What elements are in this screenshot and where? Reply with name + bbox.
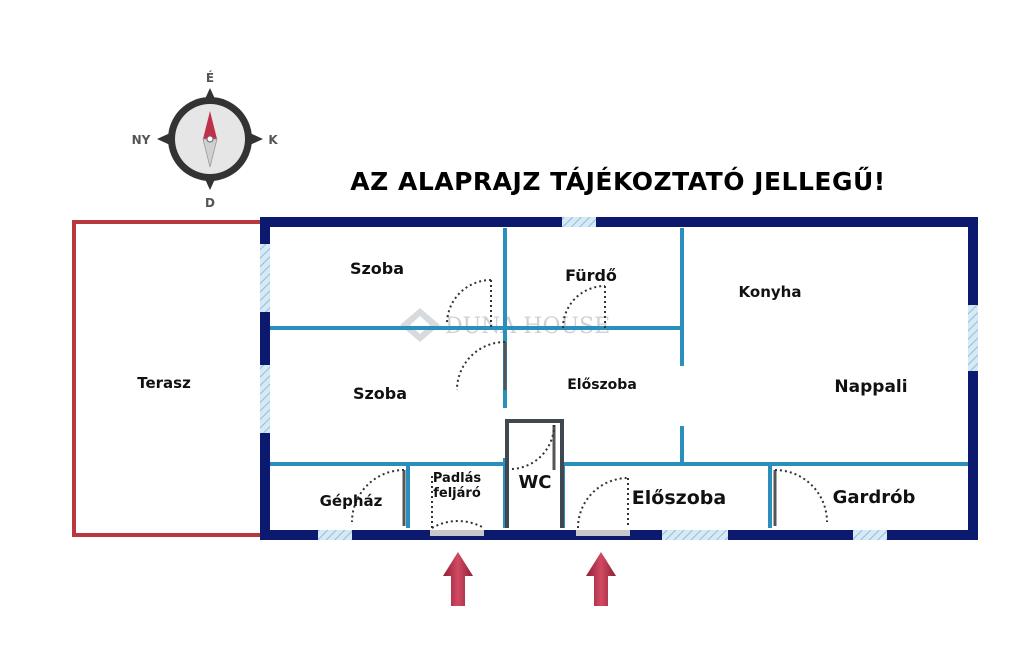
room-label-furdo: Fürdő <box>565 266 617 285</box>
compass-east-label: K <box>268 133 278 147</box>
window <box>968 305 978 371</box>
room-label-padlas-line2: feljáró <box>433 486 481 501</box>
door-swing <box>774 469 828 523</box>
room-label-eloszoba-entry: Előszoba <box>632 487 726 509</box>
plan-disclaimer-title: AZ ALAPRAJZ TÁJÉKOZTATÓ JELLEGŰ! <box>350 166 885 196</box>
compass-rose-icon <box>157 88 263 190</box>
room-label-konyha: Konyha <box>739 283 802 301</box>
entry-arrow-icon <box>586 552 616 606</box>
entrance-threshold <box>576 530 630 536</box>
doors <box>351 279 828 536</box>
door-swing <box>446 279 492 325</box>
door-swing <box>577 477 629 529</box>
compass-west-label: NY <box>132 133 151 147</box>
compass-south-label: D <box>205 196 215 210</box>
room-labels: Terasz Szoba Szoba Fürdő Konyha Nappali … <box>137 259 915 510</box>
door-swing <box>351 469 405 523</box>
room-label-terasz: Terasz <box>137 374 191 392</box>
duna-house-logo-icon <box>400 308 440 342</box>
entry-arrow-icon <box>443 552 473 606</box>
room-label-padlas-line1: Padlás <box>433 471 481 486</box>
window <box>853 530 887 540</box>
entrance-arrows <box>443 552 616 606</box>
compass-north-label: É <box>206 70 214 85</box>
window <box>662 530 728 540</box>
room-label-gephaz: Gépház <box>320 492 383 510</box>
door-swing <box>456 341 506 391</box>
wc-walls <box>505 419 564 528</box>
room-label-nappali: Nappali <box>834 377 907 397</box>
window <box>260 244 270 312</box>
window <box>318 530 352 540</box>
room-label-gardrob: Gardrób <box>833 487 916 508</box>
room-label-szoba-mid: Szoba <box>353 384 407 403</box>
door-swing <box>509 424 555 470</box>
windows <box>260 217 978 540</box>
entrance-threshold <box>430 530 484 536</box>
door-swing <box>431 520 485 529</box>
room-label-szoba-top: Szoba <box>350 259 404 278</box>
window <box>260 365 270 433</box>
window <box>562 217 596 227</box>
compass: É D K NY <box>132 70 279 210</box>
room-label-eloszoba-inner: Előszoba <box>567 377 637 393</box>
room-label-wc: WC <box>518 472 551 493</box>
